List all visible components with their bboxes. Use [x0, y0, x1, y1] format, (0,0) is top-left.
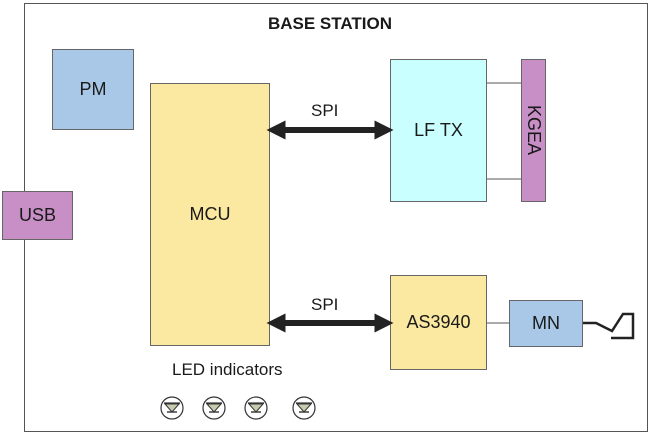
pm-block: PM: [52, 49, 134, 130]
led-indicator-icon: [159, 395, 185, 421]
as3940-block: AS3940: [390, 275, 487, 370]
usb-label: USB: [18, 205, 56, 225]
as3940-label: AS3940: [406, 312, 471, 332]
kgea-antenna-block: KGEA: [521, 59, 546, 202]
pm-label: PM: [79, 79, 107, 99]
kgea-label: KGEA: [524, 105, 544, 156]
mn-antenna-wire: [583, 312, 635, 340]
spi-top-label: SPI: [311, 101, 339, 120]
led-indicator-icon: [201, 395, 227, 421]
led-indicator-icon: [243, 395, 269, 421]
usb-block: USB: [2, 191, 73, 240]
spi-bottom-label: SPI: [311, 295, 339, 314]
mcu-label: MCU: [189, 204, 231, 224]
lf-tx-label: LF TX: [414, 120, 463, 140]
mcu-block: MCU: [150, 83, 270, 346]
mn-block: MN: [509, 300, 583, 347]
mn-label: MN: [532, 313, 560, 333]
led-indicators-label: LED indicators: [172, 360, 283, 379]
diagram-title: BASE STATION: [267, 14, 393, 33]
lf-tx-block: LF TX: [390, 59, 487, 202]
led-indicator-icon: [291, 395, 317, 421]
